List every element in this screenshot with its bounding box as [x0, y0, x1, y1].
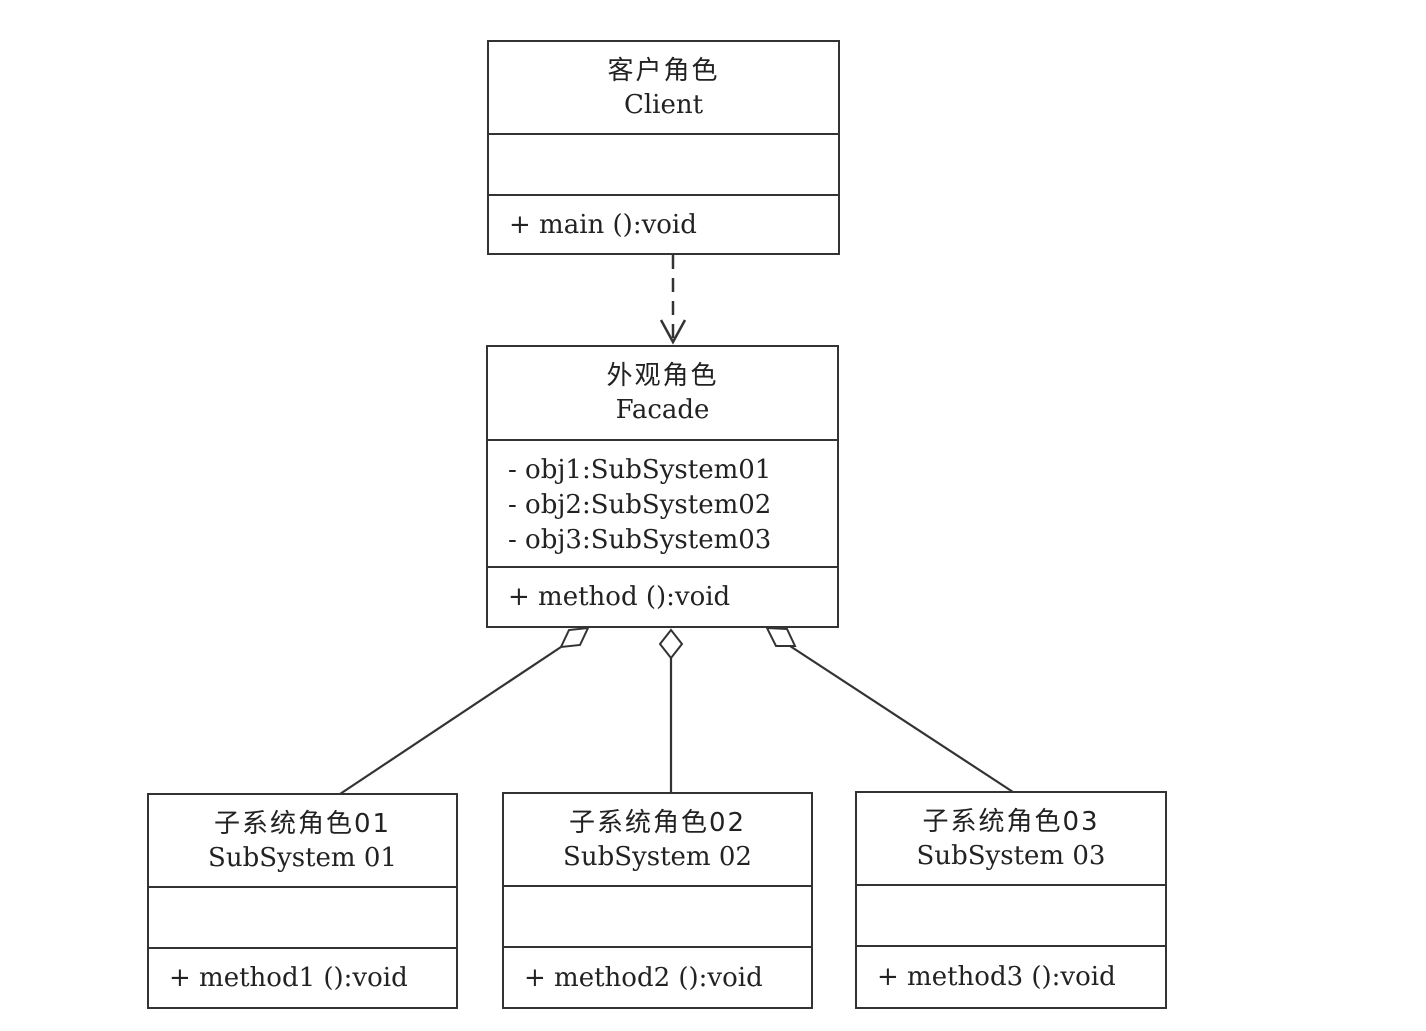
client-attributes-compartment [489, 135, 838, 196]
facade-attribute-obj3: - obj3:SubSystem03 [508, 525, 772, 555]
client-name-cn: 客户角色 [607, 55, 720, 86]
subsystem03-operation-method3: + method3 ():void [877, 962, 1116, 992]
facade-operations-compartment: + method ():void [488, 568, 837, 626]
facade-attribute-obj1: - obj1:SubSystem01 [508, 455, 772, 485]
aggregation-facade-subsystem02 [658, 628, 684, 793]
subsystem01-class: 子系统角色01 SubSystem 01 + method1 ():void [147, 793, 458, 1009]
aggregation-facade-subsystem03 [765, 626, 1014, 793]
dependency-client-facade [659, 255, 687, 345]
facade-name-en: Facade [615, 395, 710, 425]
subsystem03-class: 子系统角色03 SubSystem 03 + method3 ():void [855, 791, 1167, 1009]
client-class: 客户角色 Client + main ():void [487, 40, 840, 255]
subsystem01-name-cn: 子系统角色01 [213, 808, 392, 839]
subsystem02-operations-compartment: + method2 ():void [504, 948, 811, 1007]
aggregation-diamond-01 [559, 626, 590, 649]
subsystem03-name-cn: 子系统角色03 [922, 806, 1100, 837]
subsystem01-operation-method1: + method1 ():void [169, 963, 408, 993]
subsystem01-name-compartment: 子系统角色01 SubSystem 01 [149, 795, 456, 888]
aggregation-diamond-03 [765, 626, 797, 647]
client-operation-main: + main ():void [509, 209, 697, 240]
aggregation-line-03 [789, 645, 1014, 793]
client-name-compartment: 客户角色 Client [489, 42, 838, 135]
client-operations-compartment: + main ():void [489, 196, 838, 253]
subsystem03-operations-compartment: + method3 ():void [857, 947, 1165, 1007]
subsystem02-operation-method2: + method2 ():void [524, 962, 763, 993]
subsystem02-name-cn: 子系统角色02 [568, 807, 747, 838]
subsystem03-attributes-compartment [857, 886, 1165, 947]
aggregation-line-01 [339, 646, 562, 795]
subsystem01-operations-compartment: + method1 ():void [149, 949, 456, 1007]
subsystem02-attributes-compartment [504, 887, 811, 948]
facade-operation-method: + method ():void [508, 582, 731, 612]
facade-name-compartment: 外观角色 Facade [488, 347, 837, 441]
facade-attributes-compartment: - obj1:SubSystem01 - obj2:SubSystem02 - … [488, 441, 837, 568]
subsystem02-class: 子系统角色02 SubSystem 02 + method2 ():void [502, 792, 813, 1009]
client-name-en: Client [623, 89, 704, 120]
aggregation-facade-subsystem01 [339, 626, 590, 795]
facade-attribute-obj2: - obj2:SubSystem02 [508, 490, 772, 520]
subsystem03-name-en: SubSystem 03 [916, 840, 1106, 871]
facade-name-cn: 外观角色 [606, 361, 719, 391]
subsystem02-name-compartment: 子系统角色02 SubSystem 02 [504, 794, 811, 887]
aggregation-diamond-02 [658, 628, 684, 660]
subsystem01-name-en: SubSystem 01 [208, 842, 397, 873]
subsystem03-name-compartment: 子系统角色03 SubSystem 03 [857, 793, 1165, 886]
facade-class: 外观角色 Facade - obj1:SubSystem01 - obj2:Su… [486, 345, 839, 628]
subsystem02-name-en: SubSystem 02 [563, 841, 752, 872]
dependency-arrowhead [659, 319, 687, 345]
subsystem01-attributes-compartment [149, 888, 456, 949]
